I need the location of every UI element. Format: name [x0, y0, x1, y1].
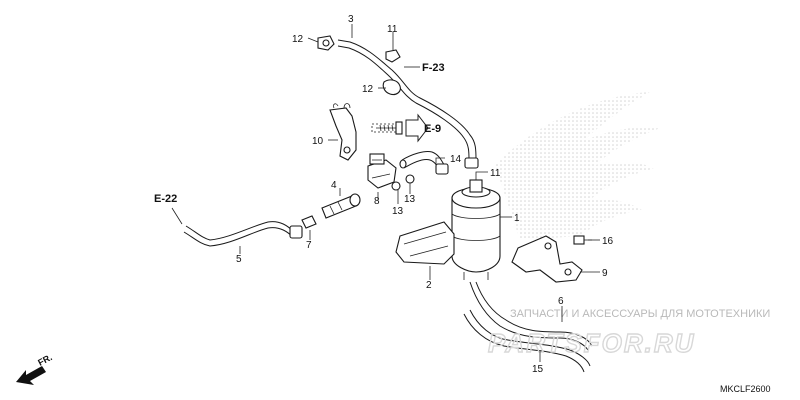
callout-12-middle: 12	[362, 84, 374, 95]
callout-11-lower: 11	[490, 168, 501, 179]
bolt-part-13-b	[405, 174, 415, 184]
callout-4: 4	[331, 180, 337, 191]
hose-part-5	[183, 221, 303, 247]
leader-lines	[171, 24, 600, 362]
callout-2: 2	[426, 280, 432, 291]
hose-clip-part-12-middle	[382, 79, 401, 96]
ref-e-9[interactable]: E-9	[424, 123, 441, 135]
callout-numbers: 3 11 12 12 10 14 11 4 8 13 13 1 7 5 2 16…	[236, 14, 614, 375]
section-references: F-23 E-9 E-22	[154, 62, 445, 205]
callout-10: 10	[312, 136, 324, 147]
bracket-part-9	[511, 235, 583, 283]
clamp-part-7	[301, 215, 317, 229]
purge-valve-part-8	[367, 153, 397, 189]
callout-3: 3	[348, 14, 354, 25]
callout-13-left: 13	[392, 206, 404, 217]
ref-e-22[interactable]: E-22	[154, 193, 177, 205]
clamp-part-11-upper	[385, 49, 401, 63]
vent-hose-part-3	[337, 39, 479, 169]
band-part-2	[395, 221, 455, 265]
hose-clip-part-12-upper	[317, 35, 335, 51]
callout-6: 6	[558, 296, 564, 307]
screw-part-e9	[371, 113, 429, 143]
callout-16: 16	[602, 236, 614, 247]
bracket-part-10	[329, 103, 357, 161]
callout-9: 9	[602, 268, 608, 279]
front-direction-label: FR.	[36, 352, 53, 368]
drain-hose-part-6	[469, 281, 593, 351]
callout-5: 5	[236, 254, 242, 265]
canister-part-1	[451, 179, 501, 280]
wing-watermark	[495, 92, 660, 240]
hose-joint-part-4	[321, 193, 361, 219]
ref-f-23[interactable]: F-23	[422, 62, 445, 74]
callout-11-upper: 11	[387, 24, 398, 35]
watermark-caption: ЗАПЧАСТИ И АКСЕССУАРЫ ДЛЯ МОТОТЕХНИКИ	[510, 308, 770, 320]
callout-13-right: 13	[404, 194, 416, 205]
diagram-code: MKCLF2600	[720, 384, 771, 394]
callout-12-upper: 12	[292, 34, 304, 45]
callout-14: 14	[450, 154, 462, 165]
hose-part-14	[399, 151, 449, 175]
watermark-logo: PARTSFOR.RU	[488, 328, 695, 358]
drain-hose-part-15	[463, 309, 591, 373]
callout-15: 15	[532, 364, 544, 375]
bolt-part-13-a	[391, 181, 401, 191]
callout-1: 1	[514, 213, 520, 224]
front-direction-arrow: FR.	[16, 352, 54, 385]
callout-7: 7	[306, 240, 312, 251]
callout-8: 8	[374, 196, 380, 207]
